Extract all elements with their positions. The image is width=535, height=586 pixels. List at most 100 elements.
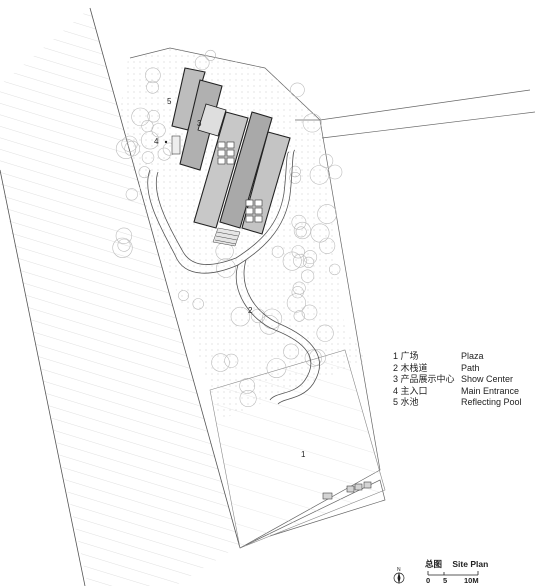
tree-icon [141,131,160,150]
building-bar-4 [219,111,273,229]
legend-zh: 4 主入口 [393,385,428,396]
window-icon [217,141,226,149]
legend-zh: 2 木栈道 [393,362,428,373]
window-icon [226,149,235,157]
tree-icon [125,188,138,201]
tree-icon [295,226,307,238]
legend-row-main-entrance: 4 主入口 Main Entrance [393,386,522,398]
tree-icon [317,204,337,224]
window-icon [217,149,226,157]
legend-en: Path [461,362,480,373]
label-path: 2 [248,306,253,315]
legend-zh: 3 产品展示中心 [393,374,455,385]
tree-icon [301,304,318,321]
legend-row-path: 2 木栈道 Path [393,363,522,375]
legend-en: Main Entrance [461,385,520,396]
legend-row-show-center: 3 产品展示中心 Show Center [393,374,522,386]
window-icon [254,199,263,207]
tree-icon [286,293,307,313]
tree-icon [146,80,159,94]
entrance-stairs [212,227,241,247]
title-zh: 总图 [425,559,443,569]
scale-tick-0: 0 [426,576,431,585]
tree-icon [301,269,315,283]
tree-icon [291,245,305,259]
title-en: Site Plan [452,559,489,569]
legend-zh: 5 水池 [393,397,419,408]
label-show-center: 3 [197,119,202,128]
scale-tick-10m: 10M [464,576,479,585]
window-grid [217,141,263,223]
tree-icon [329,263,341,276]
tree-icon [239,377,256,394]
north-label: N [397,567,401,573]
tree-icon [224,353,239,368]
label-plaza: 1 [301,450,306,459]
label-main-entrance: 4 [154,137,159,146]
building-bar-3 [193,111,249,229]
tree-icon [289,171,302,184]
wooden-path [147,149,320,405]
tree-icon [293,221,312,240]
legend-en: Plaza [461,351,484,361]
tree-icon [293,253,307,268]
tree-icon [289,165,301,178]
tree-icon [117,238,131,252]
north-arrow-icon: N [393,567,405,584]
window-icon [217,157,226,165]
tree-icon [319,237,336,254]
plaza-blocks [322,481,372,500]
tree-icon [121,135,138,152]
tree-icon [157,147,171,161]
tree-icon [178,290,189,301]
tree-icon [293,310,305,322]
tree-icon [115,227,133,245]
tree-icon [211,353,230,372]
tree-icon [131,107,150,127]
building-bar-5 [241,131,291,235]
tree-icon [141,151,155,164]
legend-en: Reflecting Pool [461,397,522,408]
tree-icon [138,166,151,179]
legend-row-reflecting-pool: 5 水池 Reflecting Pool [393,397,522,409]
legend-zh: 1 广场 [393,351,419,361]
legend-en: Show Center [461,374,514,385]
scale-bar [427,571,479,576]
tree-icon [147,109,160,123]
tree-icon [291,214,307,230]
tree-icon [302,113,322,133]
window-icon [245,199,254,207]
show-center-buildings [171,67,291,235]
main-entrance-marker [164,135,181,155]
window-icon [245,215,254,223]
tree-icon [283,343,299,360]
tree-icon [290,82,305,98]
window-icon [254,215,263,223]
legend-row-plaza: 1 广场 Plaza [393,351,522,363]
tree-icon [112,237,133,258]
tree-icon [271,245,284,258]
field-left [0,7,241,586]
tree-icon [327,164,343,180]
tree-icon [194,55,210,71]
tree-icon [308,348,326,366]
tree-icon [319,153,334,168]
tree-icon [216,258,236,278]
tree-icon [303,250,318,265]
window-icon [226,141,235,149]
tree-group [112,49,343,407]
reflecting-pool [197,103,227,137]
vegetation-area [120,48,370,420]
tree-icon [304,349,322,367]
scale-tick-5: 5 [443,576,448,585]
legend: 1 广场 Plaza 2 木栈道 Path 3 产品展示中心 Show Cent… [393,351,522,409]
window-icon [226,157,235,165]
tree-icon [239,389,257,407]
tree-icon [205,49,217,61]
plaza-area [209,349,386,549]
tree-icon [230,306,251,327]
window-icon [254,207,263,215]
drawing-title: 总图 Site Plan [425,558,496,570]
tree-icon [145,67,161,84]
